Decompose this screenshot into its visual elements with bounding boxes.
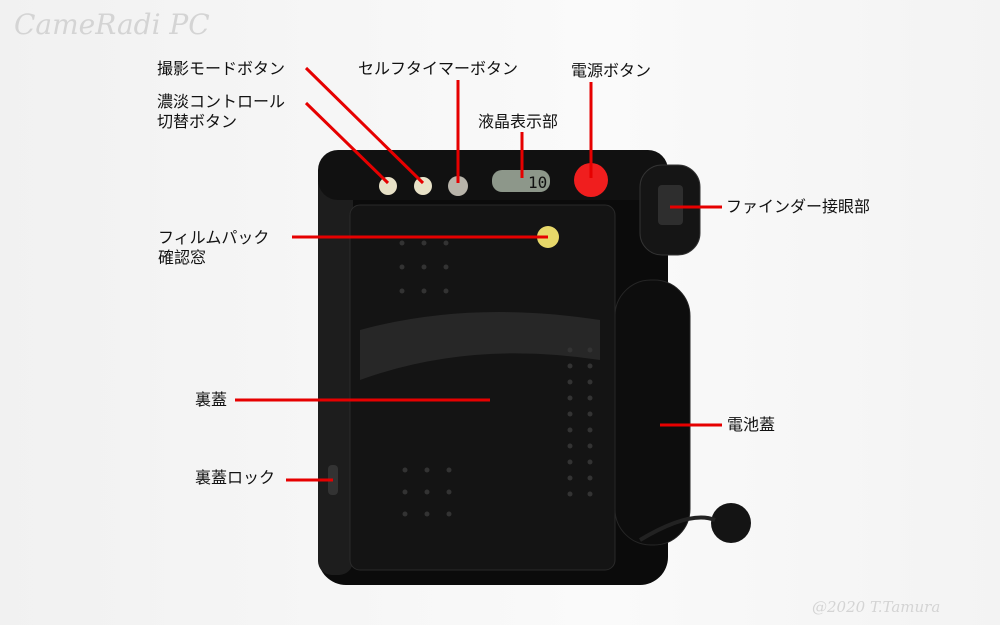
density-button [379, 177, 397, 195]
label-density-2: 切替ボタン [157, 112, 238, 131]
speaker-dot [567, 363, 573, 369]
speaker-dot [587, 379, 593, 385]
speaker-dot [567, 491, 573, 497]
speaker-dot [424, 489, 430, 495]
speaker-dot [402, 467, 408, 473]
speaker-dot [567, 379, 573, 385]
camera-side [318, 165, 353, 575]
speaker-dot [567, 475, 573, 481]
speaker-dot [399, 240, 405, 246]
speaker-dot [443, 288, 449, 294]
label-film-window-2: 確認窓 [158, 248, 207, 267]
label-back-cover: 裏蓋 [195, 390, 228, 409]
speaker-dot [421, 240, 427, 246]
speaker-dot [567, 459, 573, 465]
speaker-dot [399, 264, 405, 270]
lcd-value: 10 [528, 173, 547, 192]
power-button [574, 163, 608, 197]
watermark-top: CameRadi PC [14, 8, 210, 41]
speaker-dot [446, 511, 452, 517]
label-power: 電源ボタン [571, 61, 652, 80]
timer-button [448, 176, 468, 196]
label-back-lock: 裏蓋ロック [195, 468, 276, 487]
label-film-window-1: フィルムパック [158, 228, 270, 247]
speaker-dot [421, 264, 427, 270]
speaker-dot [587, 347, 593, 353]
speaker-dot [402, 489, 408, 495]
speaker-dot [587, 475, 593, 481]
strap-ball [711, 503, 751, 543]
speaker-dot [587, 459, 593, 465]
speaker-dot [443, 264, 449, 270]
speaker-dot [446, 467, 452, 473]
speaker-dot [424, 511, 430, 517]
speaker-dot [587, 427, 593, 433]
speaker-dot [567, 347, 573, 353]
speaker-dot [567, 443, 573, 449]
speaker-dot [443, 240, 449, 246]
speaker-dot [567, 411, 573, 417]
speaker-dot [587, 363, 593, 369]
speaker-dot [587, 491, 593, 497]
speaker-dot [567, 395, 573, 401]
lcd-display [492, 170, 550, 192]
speaker-dot [567, 427, 573, 433]
label-lcd: 液晶表示部 [478, 112, 559, 131]
speaker-dot [421, 288, 427, 294]
speaker-dot [587, 443, 593, 449]
speaker-dot [587, 395, 593, 401]
speaker-dot [424, 467, 430, 473]
back-cover-shape [349, 204, 616, 571]
label-self-timer: セルフタイマーボタン [358, 59, 519, 78]
battery-grip [614, 279, 691, 546]
speaker-dot [402, 511, 408, 517]
leader-mode [304, 66, 425, 185]
label-density-1: 濃淡コントロール [157, 92, 286, 111]
mode-button [414, 177, 432, 195]
label-battery-cover: 電池蓋 [727, 415, 776, 434]
label-shooting-mode: 撮影モードボタン [157, 59, 286, 78]
label-viewfinder: ファインダー接眼部 [726, 197, 871, 216]
speaker-dot [399, 288, 405, 294]
speaker-dot [587, 411, 593, 417]
speaker-dot [446, 489, 452, 495]
watermark-bottom: @2020 T.Tamura [812, 598, 941, 616]
leader-density [304, 101, 390, 185]
